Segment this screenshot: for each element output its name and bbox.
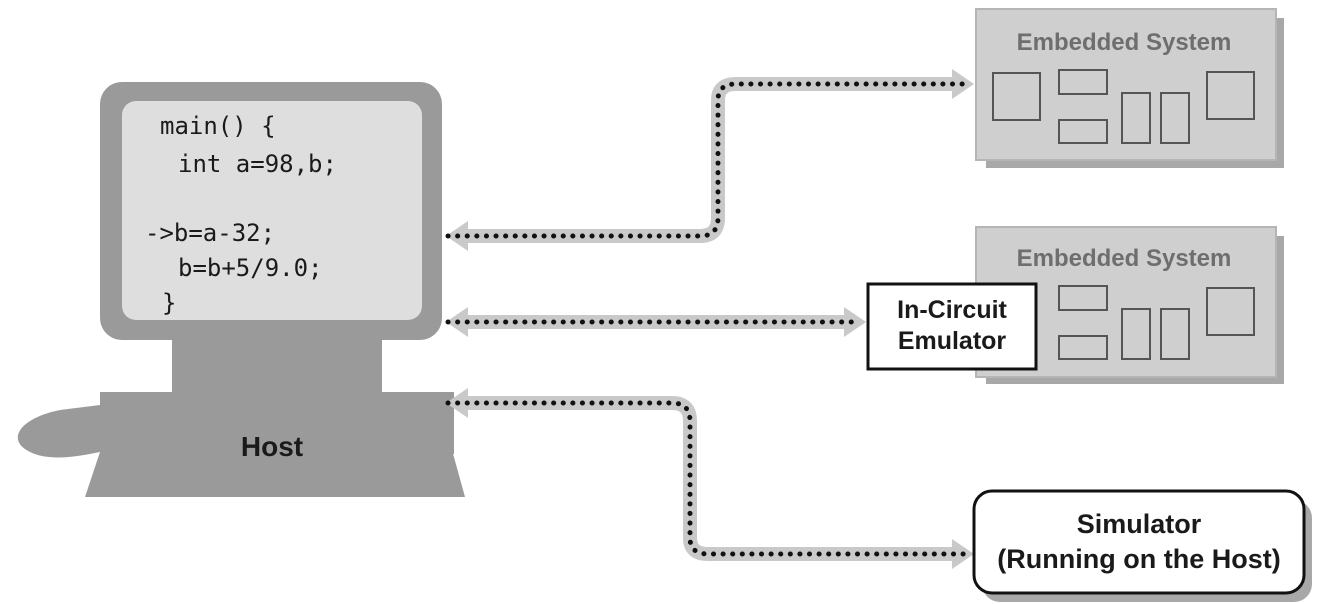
ice-label-line2: Emulator — [898, 327, 1007, 355]
host-label: Host — [241, 431, 303, 462]
embedded-top-box — [975, 8, 1277, 161]
connector-mid — [445, 307, 866, 337]
chip — [1058, 119, 1108, 144]
embedded-top-chips — [992, 69, 1255, 144]
connector-top — [445, 69, 974, 251]
embedded-mid-chips — [1058, 285, 1255, 360]
host-computer: Host main() { int a=98,b; ->b=a-32; b=b+… — [17, 82, 466, 497]
code-line-3: ->b=a-32; — [145, 219, 275, 247]
connector-bottom — [445, 388, 974, 569]
chip — [1058, 335, 1108, 360]
connector-mid-arrow-right — [844, 307, 866, 337]
ice-label-line1: In-Circuit — [897, 296, 1007, 324]
chip — [1058, 69, 1108, 95]
connector-bottom-dots — [445, 400, 971, 557]
simulator-box — [972, 489, 1306, 595]
connector-bottom-band — [462, 396, 958, 561]
code-line-4: b=b+5/9.0; — [178, 254, 323, 282]
chip — [1206, 71, 1255, 120]
simulator-label-line2: (Running on the Host) — [997, 544, 1280, 574]
chip — [1206, 287, 1255, 336]
chip — [992, 72, 1041, 121]
host-desk — [17, 405, 466, 497]
chip — [1121, 92, 1151, 144]
embedded-top-title: Embedded System — [1017, 29, 1232, 56]
monitor-screen — [122, 101, 422, 320]
chip — [1121, 308, 1151, 360]
code-line-1: main() { — [160, 112, 276, 140]
connector-top-band — [462, 77, 958, 243]
simulator: Simulator (Running on the Host) — [972, 489, 1312, 602]
code-line-5: } — [162, 289, 176, 317]
connector-top-dots — [445, 81, 971, 239]
chip — [1160, 308, 1190, 360]
embedded-mid-title: Embedded System — [1017, 245, 1232, 272]
embedded-system-top: Embedded System — [975, 8, 1284, 168]
code-line-2: int a=98,b; — [178, 150, 337, 178]
simulator-label-line1: Simulator — [1077, 509, 1202, 539]
chip — [1058, 285, 1108, 311]
monitor-neck — [172, 340, 382, 392]
ice-box — [866, 282, 1038, 371]
chip — [1160, 92, 1190, 144]
in-circuit-emulator: In-Circuit Emulator — [866, 282, 1038, 371]
